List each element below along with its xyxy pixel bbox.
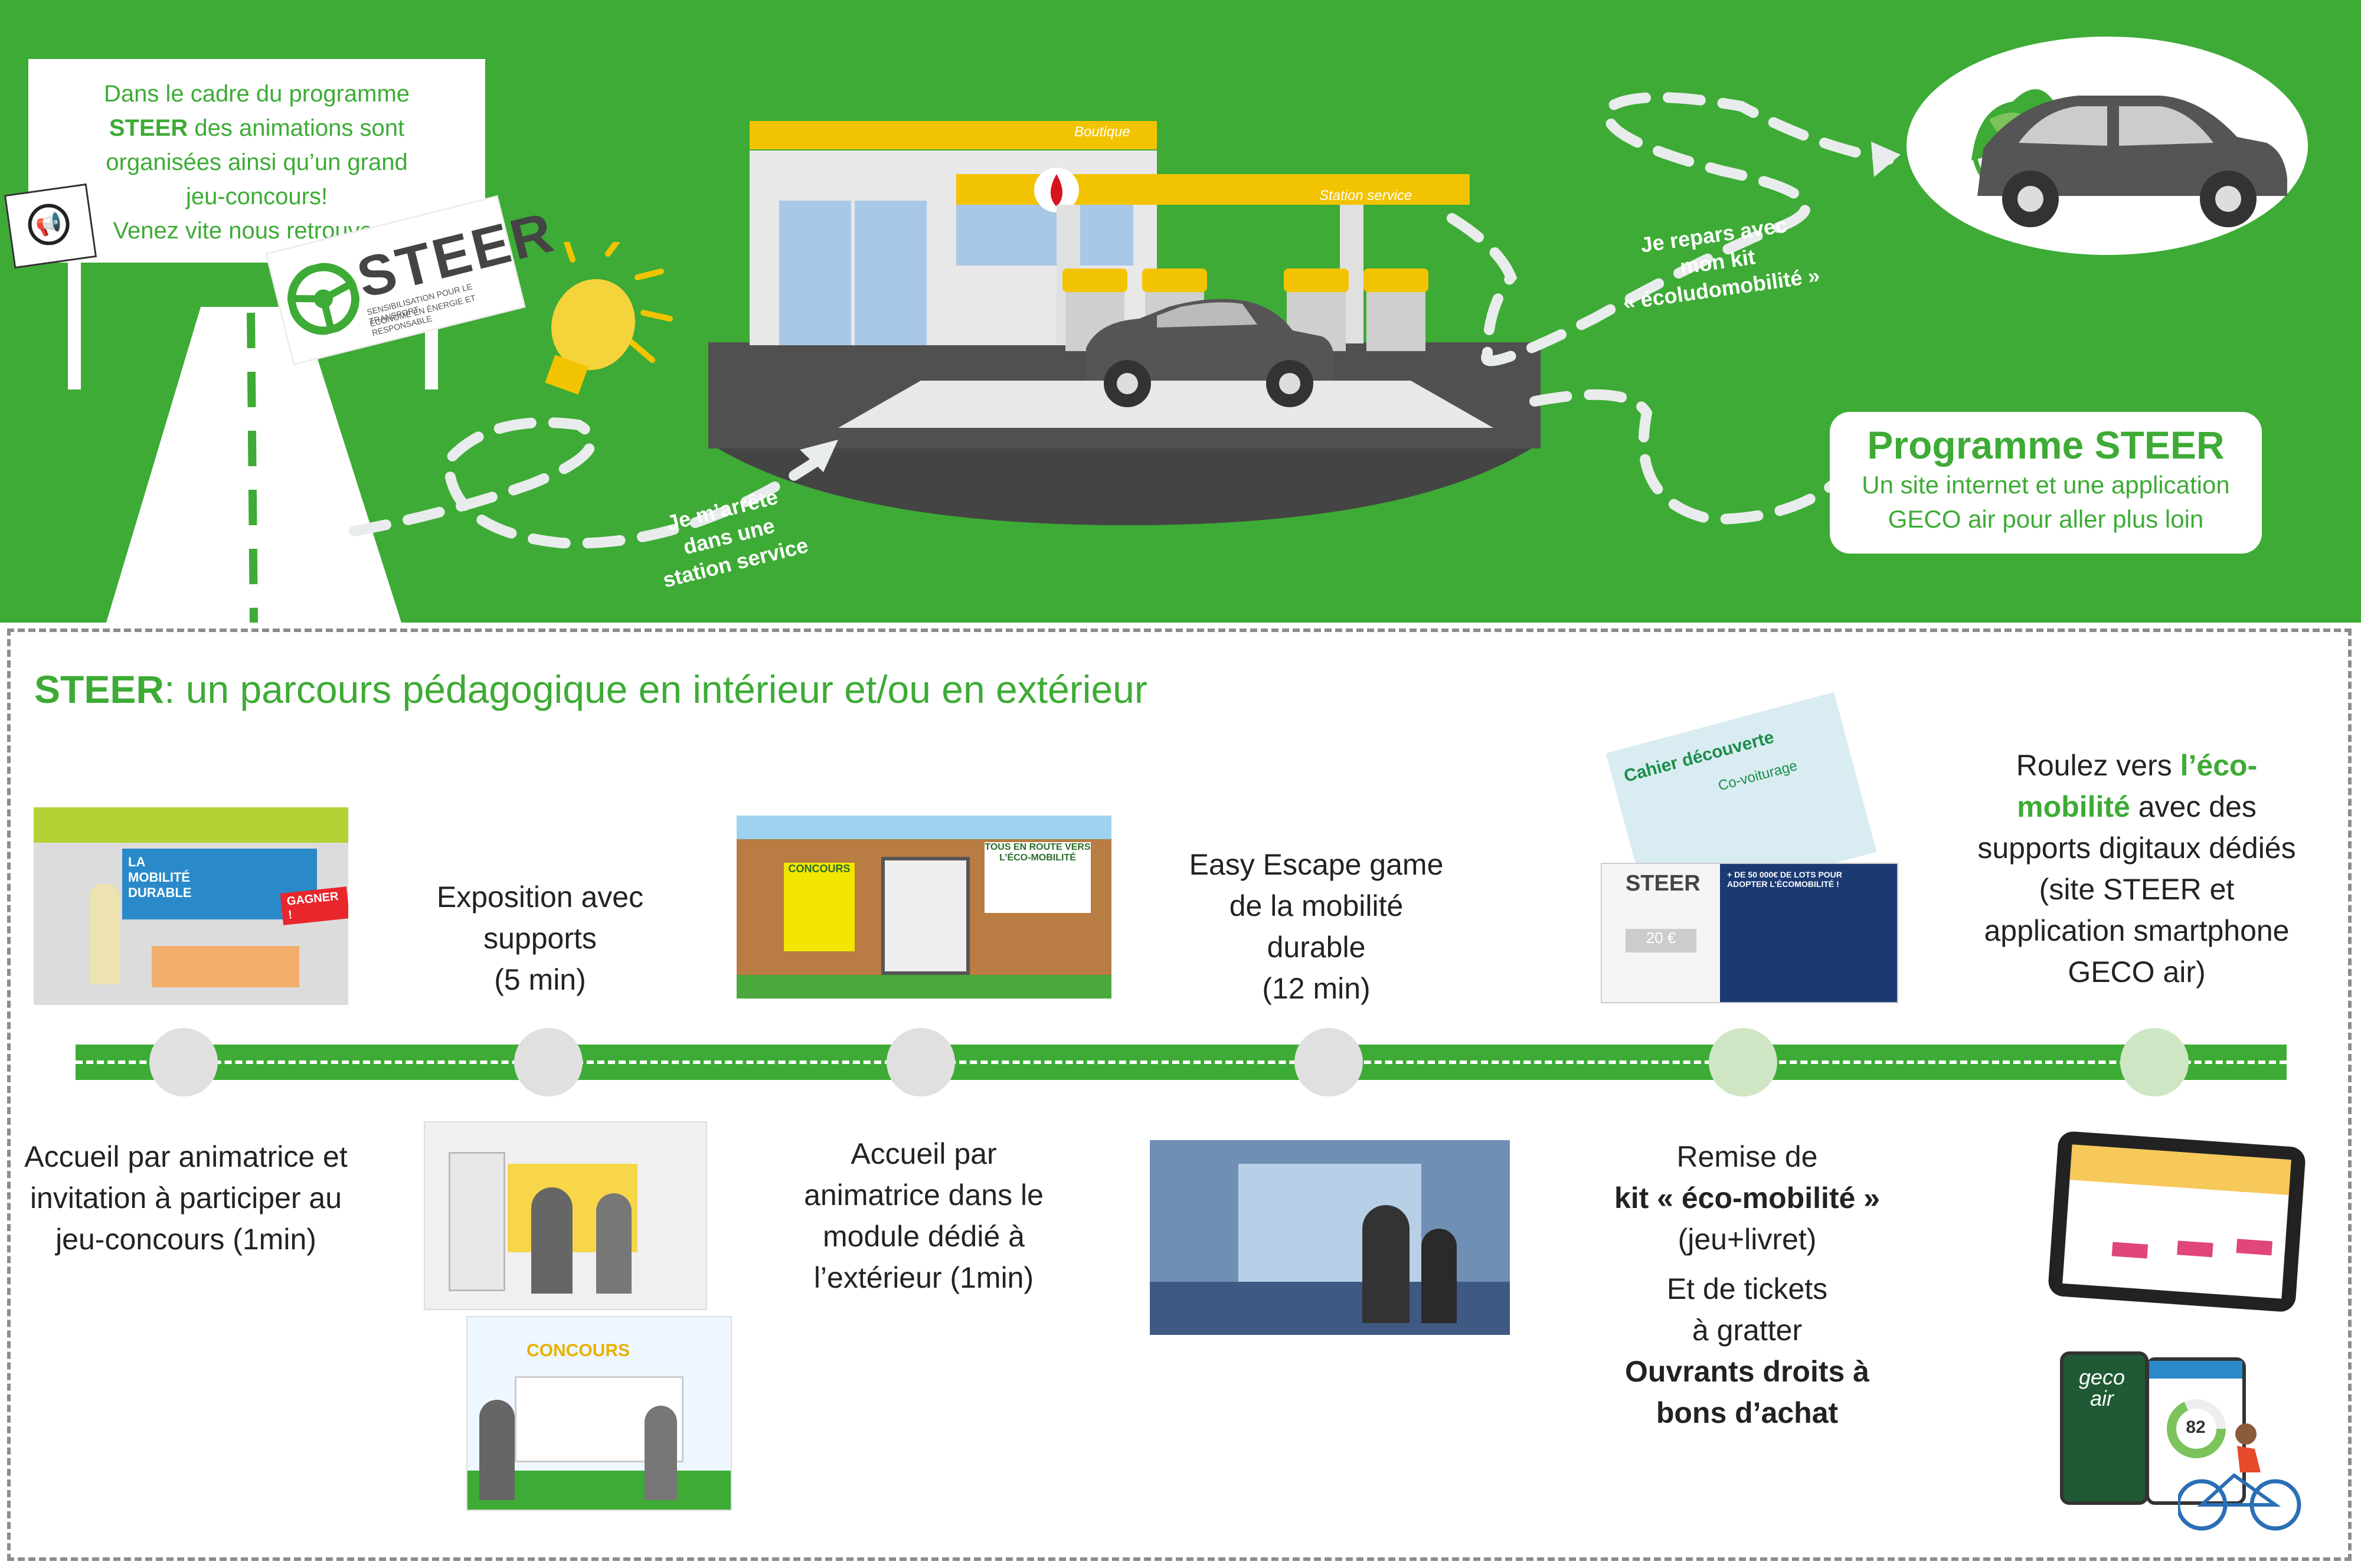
remise-line7: bons d’achat bbox=[1656, 1396, 1839, 1429]
tablet-illustration bbox=[2047, 1130, 2307, 1313]
accueil1-line1: Accueil par animatrice et bbox=[24, 1140, 348, 1173]
step-escape-game: Easy Escape game de la mobilité durable … bbox=[1178, 844, 1455, 1009]
geco-air-logo: geco air bbox=[2078, 1365, 2125, 1410]
section-title-rest: : un parcours pédagogique en intérieur e… bbox=[164, 667, 1147, 711]
photo-exposition-1 bbox=[424, 1121, 707, 1310]
intro-line3: organisées ainsi qu’un grand bbox=[106, 149, 408, 175]
step-accueil-module: Accueil par animatrice dans le module dé… bbox=[782, 1133, 1065, 1298]
roulez-line3: supports digitaux dédiés bbox=[1977, 832, 2296, 865]
intro-line1: Dans le cadre du programme bbox=[103, 81, 410, 107]
boutique-label: Boutique bbox=[1074, 124, 1130, 140]
timeline-dash bbox=[76, 1060, 2287, 1064]
step-escape-line4: (12 min) bbox=[1262, 972, 1371, 1005]
road-illustration bbox=[106, 307, 401, 623]
remise-line2: kit « éco-mobilité » bbox=[1614, 1181, 1881, 1215]
roulez-line1-pre: Roulez vers bbox=[2016, 749, 2180, 782]
intro-line4: jeu-concours! bbox=[185, 184, 328, 209]
intro-brand: STEER bbox=[109, 115, 188, 141]
roulez-line6: GECO air) bbox=[2068, 955, 2206, 988]
remise-line4: Et de tickets bbox=[1666, 1272, 1828, 1305]
timeline-node-6 bbox=[2120, 1028, 2189, 1096]
roulez-line2: mobilité avec des bbox=[1936, 786, 2337, 827]
photo-stand-accueil: LA MOBILITÉ DURABLE GAGNER ! bbox=[34, 807, 348, 1005]
remise-line1: Remise de bbox=[1676, 1140, 1818, 1173]
programme-steer-box: Programme STEER Un site internet et une … bbox=[1830, 412, 2262, 554]
photo-module-exterieur: CONCOURS TOUS EN ROUTE VERS L’ÉCO-MOBILI… bbox=[737, 816, 1111, 999]
intro-line2: STEER des animations sont bbox=[28, 111, 485, 145]
remise-line6: Ouvrants droits à bbox=[1625, 1355, 1869, 1388]
step-roulez: Roulez vers l’éco- mobilité avec des sup… bbox=[1936, 745, 2337, 993]
accueil1-line3: jeu-concours (1min) bbox=[55, 1223, 316, 1256]
photo-exposition-2: CONCOURS bbox=[466, 1316, 732, 1511]
accueil2-line2: animatrice dans le bbox=[804, 1179, 1044, 1212]
timeline-node-5 bbox=[1709, 1028, 1777, 1096]
accueil1-line2: invitation à participer au bbox=[30, 1181, 342, 1215]
roulez-line2-post: avec des bbox=[2130, 790, 2257, 823]
step-exposition-line3: (5 min) bbox=[494, 963, 586, 996]
cahier-covoiturage: Co-voiturage bbox=[1716, 757, 1799, 794]
geco-score-gauge bbox=[2167, 1399, 2226, 1458]
steer-wheel-icon bbox=[287, 263, 359, 335]
tous-en-route-panel: TOUS EN ROUTE VERS L’ÉCO-MOBILITÉ bbox=[985, 842, 1091, 913]
expo2-concours: CONCOURS bbox=[527, 1341, 630, 1360]
geco-score-value: 82 bbox=[2186, 1418, 2206, 1437]
timeline-node-2 bbox=[514, 1028, 583, 1096]
dashed-route-path bbox=[349, 92, 1901, 549]
programme-line2: GECO air pour aller plus loin bbox=[1888, 505, 2204, 533]
light-bulb-icon bbox=[545, 242, 673, 395]
photo-escape-room bbox=[1150, 1140, 1510, 1335]
gas-station-illustration bbox=[708, 121, 1541, 525]
section-title-brand: STEER bbox=[34, 667, 165, 711]
remise-line5: à gratter bbox=[1692, 1314, 1803, 1347]
step-exposition-line2: supports bbox=[483, 922, 597, 955]
intro-line2-rest: des animations sont bbox=[188, 115, 405, 141]
roulez-line5: application smartphone bbox=[1984, 914, 2290, 947]
concours-panel: CONCOURS bbox=[784, 863, 855, 951]
step-exposition: Exposition avec supports (5 min) bbox=[401, 876, 679, 1000]
roulez-line4: (site STEER et bbox=[2039, 873, 2235, 906]
accueil2-line1: Accueil par bbox=[851, 1137, 997, 1170]
roulez-line1-hl: l’éco- bbox=[2180, 749, 2258, 782]
ticket-price: 20 € bbox=[1626, 929, 1696, 952]
programme-title: Programme STEER bbox=[1867, 423, 2225, 467]
ticket-steer-logo: STEER bbox=[1626, 871, 1701, 896]
step-accueil-jeu: Accueil par animatrice et invitation à p… bbox=[6, 1136, 366, 1260]
photo-ticket-gratter: STEER 20 € + DE 50 000€ DE LOTS POUR ADO… bbox=[1601, 863, 1898, 1003]
gagner-badge: GAGNER ! bbox=[280, 886, 348, 925]
geco-air-phone-left: geco air bbox=[2060, 1351, 2149, 1505]
station-service-label: Station service bbox=[1319, 188, 1412, 204]
remise-line3: (jeu+livret) bbox=[1677, 1223, 1817, 1256]
accueil2-line4: l’extérieur (1min) bbox=[813, 1261, 1034, 1294]
intro-sign: Dans le cadre du programme STEER des ani… bbox=[28, 59, 485, 263]
roulez-line2-hl: mobilité bbox=[2017, 790, 2130, 823]
programme-line1: Un site internet et une application bbox=[1862, 471, 2230, 499]
timeline-node-3 bbox=[887, 1028, 955, 1096]
step-remise-kit: Remise de kit « éco-mobilité » (jeu+livr… bbox=[1558, 1136, 1936, 1433]
ticket-lots-text: + DE 50 000€ DE LOTS POUR ADOPTER L’ÉCOM… bbox=[1727, 870, 1842, 889]
timeline-node-4 bbox=[1294, 1028, 1363, 1096]
accueil2-line3: module dédié à bbox=[823, 1220, 1025, 1253]
eco-car-icon bbox=[1971, 89, 2287, 227]
stand-banner-text: LA MOBILITÉ DURABLE bbox=[128, 855, 192, 900]
section-title: STEER: un parcours pédagogique en intéri… bbox=[34, 667, 1147, 712]
step-exposition-line1: Exposition avec bbox=[436, 880, 644, 914]
sign-post-left bbox=[68, 236, 81, 389]
step-escape-line3: durable bbox=[1267, 931, 1366, 964]
steer-logo-tag: STEER SENSIBILISATION POUR LE TRANSPORT … bbox=[267, 197, 561, 364]
timeline-node-1 bbox=[149, 1028, 218, 1096]
parcours-section bbox=[7, 628, 2352, 1561]
roulez-line1: Roulez vers l’éco- bbox=[1936, 745, 2337, 786]
step-escape-line1: Easy Escape game bbox=[1189, 848, 1444, 881]
step-escape-line2: de la mobilité bbox=[1229, 889, 1404, 922]
cyclist-icon bbox=[2178, 1423, 2301, 1531]
